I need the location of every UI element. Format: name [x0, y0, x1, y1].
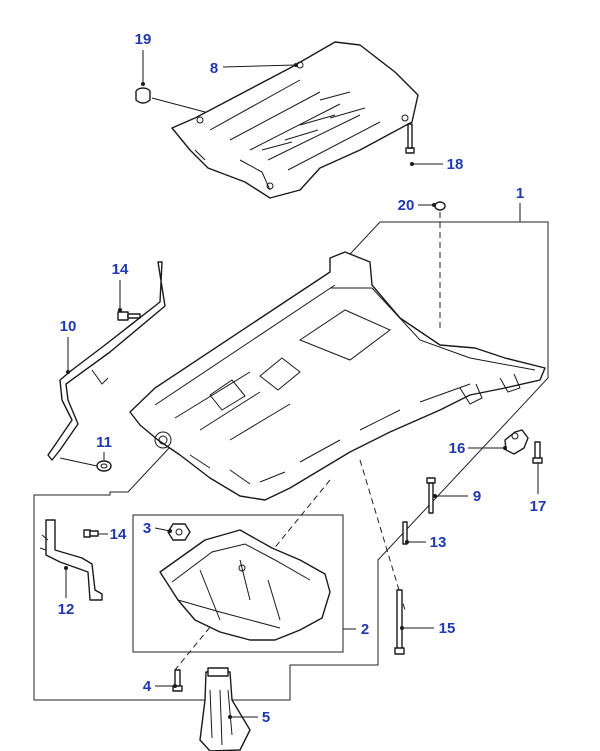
drain-plug-part — [167, 523, 191, 541]
callout-11: 11 — [59, 434, 112, 467]
svg-text:1: 1 — [516, 185, 524, 202]
callout-18: 18 — [410, 156, 463, 173]
callout-17: 17 — [530, 463, 547, 515]
svg-text:14: 14 — [112, 261, 129, 278]
stud-part-13 — [402, 521, 408, 545]
callout-12: 12 — [58, 566, 75, 618]
callout-2: 2 — [343, 621, 369, 638]
plug-part-20 — [434, 201, 446, 211]
svg-text:14: 14 — [110, 526, 127, 543]
svg-text:3: 3 — [143, 520, 151, 537]
svg-text:16: 16 — [449, 440, 466, 457]
svg-text:9: 9 — [473, 488, 481, 505]
callout-3: 3 — [143, 520, 172, 537]
callout-8: 8 — [210, 60, 298, 77]
svg-text:12: 12 — [58, 601, 75, 618]
bolt-part-14-upper — [117, 311, 141, 321]
svg-text:19: 19 — [135, 31, 152, 48]
dipstick-tube-part — [47, 261, 166, 461]
bolt-part-4 — [172, 669, 183, 692]
baffle-plate — [171, 41, 419, 199]
grommet-part — [135, 87, 151, 104]
callout-20: 20 — [398, 197, 436, 214]
callout-10: 10 — [60, 318, 77, 374]
bolt-part-17 — [532, 441, 543, 464]
callout-13: 13 — [405, 534, 446, 551]
o-ring-part — [96, 460, 112, 472]
svg-text:10: 10 — [60, 318, 77, 335]
svg-text:5: 5 — [262, 709, 270, 726]
bolt-part-9 — [426, 477, 436, 514]
callout-14-lower: 14 — [98, 526, 127, 543]
callout-19: 19 — [135, 31, 152, 86]
svg-text:20: 20 — [398, 197, 415, 214]
lower-sump-part — [159, 529, 331, 641]
oil-pan-assembly-frame — [33, 221, 549, 701]
svg-text:18: 18 — [447, 156, 464, 173]
svg-text:11: 11 — [96, 434, 112, 451]
svg-text:4: 4 — [143, 678, 152, 695]
callout-9: 9 — [433, 488, 481, 505]
callout-15: 15 — [400, 620, 455, 637]
callout-16: 16 — [449, 440, 507, 457]
sensor-part — [504, 429, 529, 455]
lower-sump-frame — [132, 514, 344, 653]
oil-pan-part — [129, 251, 546, 501]
bolt-part-18 — [405, 123, 415, 154]
oil-pickup-part — [39, 519, 103, 601]
callout-14-upper: 14 — [112, 261, 129, 312]
svg-text:13: 13 — [430, 534, 447, 551]
bolt-part-15 — [394, 589, 405, 655]
oil-filter-housing-part — [199, 667, 251, 751]
svg-text:15: 15 — [439, 620, 456, 637]
svg-text:2: 2 — [361, 621, 369, 638]
callout-5: 5 — [228, 709, 270, 726]
bolt-part-14-lower — [83, 529, 99, 538]
callout-4: 4 — [143, 678, 177, 695]
svg-text:17: 17 — [530, 498, 547, 515]
svg-text:8: 8 — [210, 60, 218, 77]
callout-1: 1 — [516, 185, 524, 222]
